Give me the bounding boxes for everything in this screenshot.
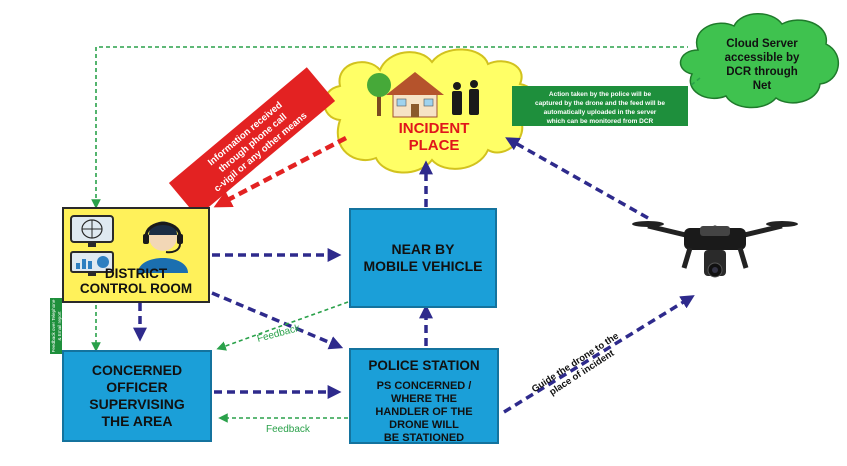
cloud-link-note [689,77,701,87]
dcr-label-line2: CONTROL ROOM [79,281,193,296]
monitor-globe-icon [70,215,114,247]
cloud-server-line4: Net [753,80,772,92]
dcr-label-line1: DISTRICT [104,266,168,281]
drone-icon [632,221,798,278]
tree-icon [367,73,391,116]
officer-line2: OFFICER [106,379,168,395]
cloud-server-shape [679,13,840,109]
officer-line3: SUPERVISING [89,396,185,412]
capture-note-box [512,86,688,126]
police-officers-icon [452,80,479,115]
incident-title-line2: PLACE [409,137,460,154]
police-station-line5: BE STATIONED [383,432,465,444]
feedback-lower-label: Feedback [266,424,311,435]
capture-note-line1: Action taken by the police will be [549,91,652,98]
mobile-vehicle-box: NEAR BY MOBILE VEHICLE [349,208,497,308]
district-control-room-box: DISTRICT CONTROL ROOM [62,207,210,303]
feedback-upper-arrow [216,301,349,351]
mobile-vehicle-line1: NEAR BY [391,241,455,257]
guide-label: Guide the drone to the place of incident [530,331,621,398]
info-banner: Information received through phone call … [168,67,336,217]
police-station-line4: DRONE WILL [389,419,459,431]
police-station-title: POLICE STATION [368,358,480,373]
cloud-server-line3: DCR through [726,66,798,78]
arrow-incident-to-dcr [213,136,348,208]
house-icon [386,72,444,118]
arrow-dcr-to-police [211,291,344,350]
cloud-link-top [91,46,688,209]
capture-note-line3: automatically uploaded in the server [544,109,657,116]
officer-line1: CONCERNED [91,362,183,378]
mobile-vehicle-line2: MOBILE VEHICLE [363,258,483,274]
monitor-chart-icon [70,251,114,276]
police-station-line2: WHERE THE [390,393,457,405]
dcr-label: DISTRICT CONTROL ROOM [64,266,208,296]
side-feedback-line1: Feedback over Telephone [51,299,56,352]
arrow-police-to-drone [503,295,695,414]
police-station-line1: PS CONCERNED / [376,380,472,392]
police-station-line3: HANDLER OF THE [375,406,473,418]
operator-headset-icon [138,221,188,273]
arrow-drone-to-incident [505,137,649,220]
cloud-server-line1: Cloud Server [726,38,798,50]
officer-line4: THE AREA [101,413,173,429]
side-feedback-line2: & Email report [57,311,62,341]
side-feedback-strip: Feedback over Telephone & Email report [50,298,62,354]
cloud-server-line2: accessible by [725,52,800,64]
capture-note-line4: which can be monitored from DCR [546,118,654,125]
concerned-officer-box: CONCERNED OFFICER SUPERVISING THE AREA [62,350,212,442]
police-station-box: POLICE STATION PS CONCERNED / WHERE THE … [349,348,499,444]
capture-note-line2: captured by the drone and the feed will … [535,100,665,107]
incident-title-line1: INCIDENT [399,120,470,137]
